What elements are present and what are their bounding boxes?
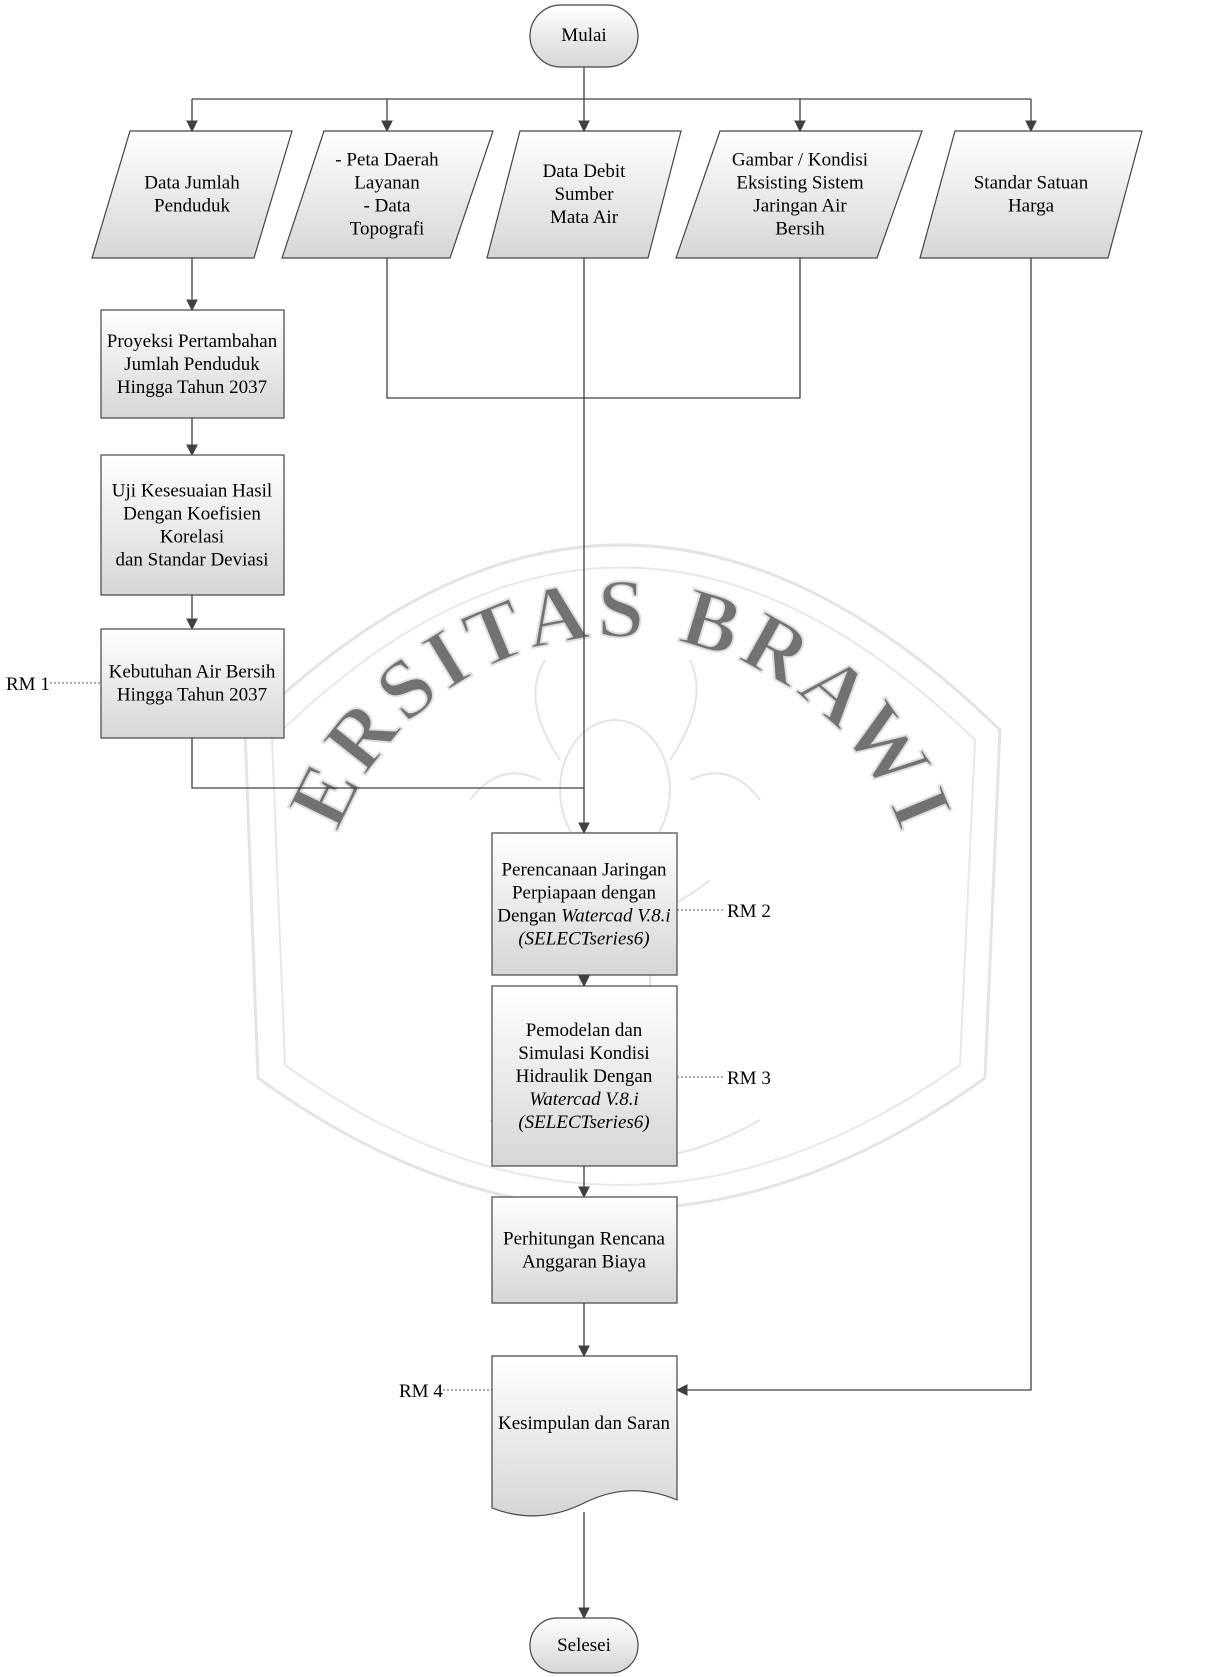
annotation-lines xyxy=(50,682,725,1391)
node-label-line: Topografi xyxy=(350,219,425,240)
connector-standar-perhitungan xyxy=(675,258,1032,1396)
node-label-line: Kesimpulan dan Saran xyxy=(498,1413,671,1434)
node-label-line: Perencanaan Jaringan xyxy=(501,860,667,881)
node-label-line: Dengan Watercad V.8.i xyxy=(497,906,670,927)
node-label-line: (SELECTseries6) xyxy=(518,1112,649,1133)
uji-kesesuaian-box xyxy=(100,454,285,596)
kesimpulan-document xyxy=(491,1355,678,1517)
node-label-line: Harga xyxy=(1008,196,1055,217)
kesimpulan-label: Kesimpulan dan Saran xyxy=(498,1413,671,1434)
kebutuhan-air-box xyxy=(100,628,285,739)
node-label-line: (SELECTseries6) xyxy=(518,929,649,950)
gambar-parallelogram xyxy=(675,130,923,259)
node-label-line: Bersih xyxy=(775,219,825,240)
node-label-line: Hingga Tahun 2037 xyxy=(117,377,267,398)
node-label-line: Proyeksi Pertambahan xyxy=(107,331,278,352)
end-label: Selesei xyxy=(557,1635,611,1656)
shapes xyxy=(91,4,1143,1674)
node-label-line: Dengan Koefisien xyxy=(123,504,261,525)
start-label: Mulai xyxy=(561,25,606,46)
rm2-label: RM 2 xyxy=(727,901,771,922)
node-label-line: Mulai xyxy=(561,25,606,46)
pemodelan-box xyxy=(491,985,678,1167)
rm3-label: RM 3 xyxy=(727,1068,771,1089)
data-jumlah-parallelogram xyxy=(91,130,293,259)
node-label-line: Simulasi Kondisi xyxy=(518,1043,649,1064)
perencanaan-box xyxy=(491,832,678,976)
node-label-line: Korelasi xyxy=(160,527,224,548)
node-label-line: Perhitungan Rencana xyxy=(503,1229,666,1250)
rm4-label: RM 4 xyxy=(399,1381,443,1402)
peta-parallelogram xyxy=(281,130,494,259)
node-label-line: Jumlah Penduduk xyxy=(124,354,260,375)
connectors xyxy=(186,67,1037,1620)
node-label-line: Watercad V.8.i xyxy=(529,1089,639,1110)
node-label-line: Penduduk xyxy=(154,196,231,217)
start-terminator xyxy=(529,4,639,68)
connector-kebutuhan-merge xyxy=(191,738,584,789)
node-label-line: Anggaran Biaya xyxy=(522,1252,647,1273)
node-label-line: Kebutuhan Air Bersih xyxy=(109,662,276,683)
perhitungan-box xyxy=(491,1196,678,1304)
node-label-line: Layanan xyxy=(354,173,420,194)
proyeksi-box xyxy=(100,309,285,419)
end-terminator xyxy=(529,1617,639,1674)
node-label-line: - Data xyxy=(364,196,412,217)
node-label-line: Eksisting Sistem xyxy=(736,173,863,194)
node-label-line: Uji Kesesuaian Hasil xyxy=(112,481,272,502)
node-label-line: Standar Satuan xyxy=(974,173,1089,194)
node-label-line: Selesei xyxy=(557,1635,611,1656)
node-label-line: Pemodelan dan xyxy=(526,1020,643,1041)
node-label-line: Mata Air xyxy=(550,207,619,228)
node-label-line: Data Debit xyxy=(543,161,627,182)
node-label-line: Sumber xyxy=(554,184,614,205)
connector-peta-gambar-merge xyxy=(386,258,801,399)
node-label-line: Jaringan Air xyxy=(753,196,847,217)
rm1-label: RM 1 xyxy=(6,674,50,695)
node-label-line: Perpiapaan dengan xyxy=(512,883,657,904)
node-label-line: Hingga Tahun 2037 xyxy=(117,685,267,706)
node-label-line: - Peta Daerah xyxy=(335,150,439,171)
standar-parallelogram xyxy=(919,130,1143,259)
data-debit-parallelogram xyxy=(486,130,682,259)
node-label-line: Data Jumlah xyxy=(144,173,240,194)
node-label-line: Hidraulik Dengan xyxy=(516,1066,653,1087)
node-label-line: Gambar / Kondisi xyxy=(732,150,868,171)
node-label-line: dan Standar Deviasi xyxy=(115,550,268,571)
annotation-labels: RM 1 RM 2 RM 3 RM 4 xyxy=(6,674,771,1402)
